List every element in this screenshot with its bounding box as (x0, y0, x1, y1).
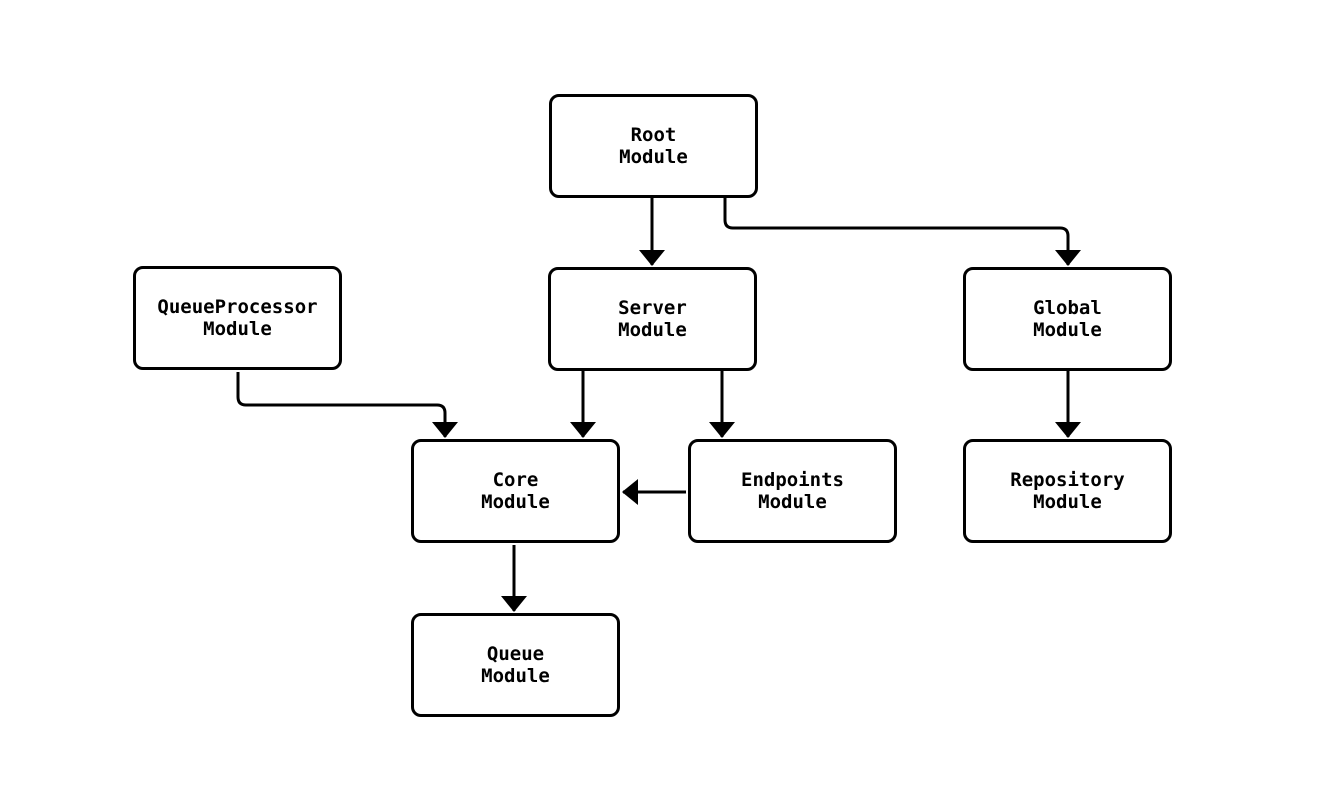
node-label: Module (203, 318, 272, 340)
node-label: Module (1033, 491, 1102, 513)
node-queue-module: Queue Module (411, 613, 620, 717)
node-core-module: Core Module (411, 439, 620, 543)
edge-queueprocessor-core (236, 372, 458, 438)
node-label: Server (618, 297, 687, 319)
node-label: Root (630, 124, 677, 146)
node-label: Module (619, 146, 688, 168)
node-root-module: Root Module (549, 94, 758, 198)
node-label: Global (1033, 297, 1102, 319)
node-label: Module (758, 491, 827, 513)
node-label: QueueProcessor (157, 296, 318, 318)
node-queueprocessor-module: QueueProcessor Module (133, 266, 342, 370)
edge-root-global (723, 197, 1081, 266)
node-server-module: Server Module (548, 267, 757, 371)
node-endpoints-module: Endpoints Module (688, 439, 897, 543)
node-label: Module (618, 319, 687, 341)
node-label: Module (481, 665, 550, 687)
node-label: Module (481, 491, 550, 513)
node-global-module: Global Module (963, 267, 1172, 371)
node-label: Repository (1010, 469, 1125, 491)
node-label: Endpoints (741, 469, 844, 491)
node-label: Core (492, 469, 539, 491)
node-label: Module (1033, 319, 1102, 341)
node-label: Queue (486, 643, 545, 665)
node-repository-module: Repository Module (963, 439, 1172, 543)
